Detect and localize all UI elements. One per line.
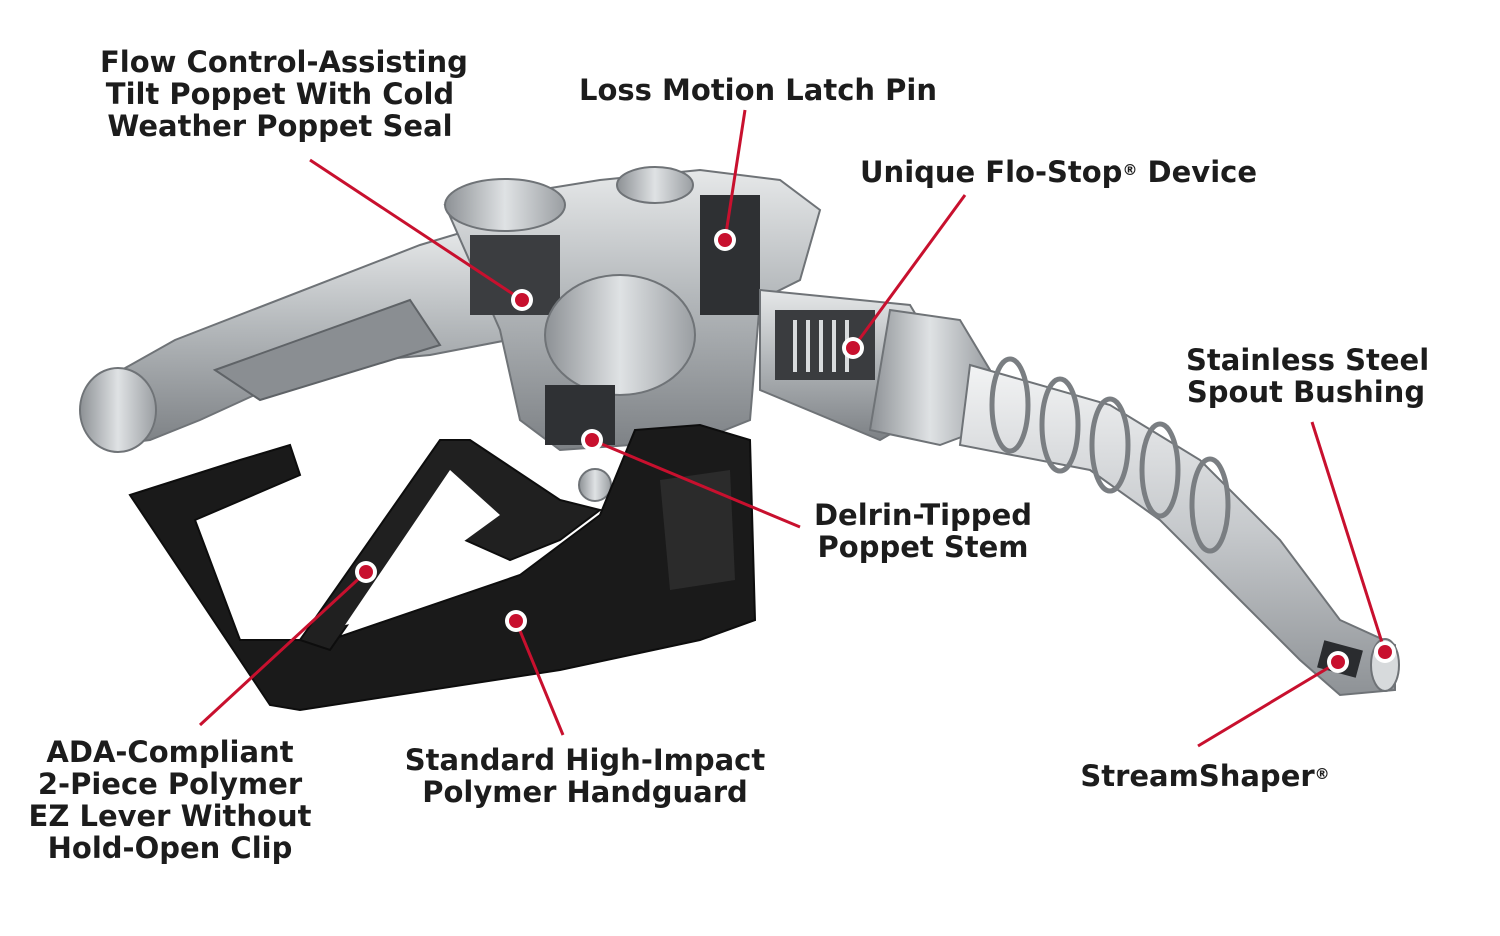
top-cap xyxy=(616,166,694,204)
label-line: Stainless Steel xyxy=(1186,343,1430,377)
spout-spring xyxy=(989,356,1231,554)
label-flo-stop: Unique Flo-Stop® Device xyxy=(860,154,1257,189)
spout xyxy=(958,363,1396,697)
poppet-cap xyxy=(444,178,566,232)
label-poppet-stem: Delrin-Tipped Poppet Stem xyxy=(808,499,1038,563)
leader-handguard xyxy=(505,610,565,736)
lever-inner-space xyxy=(345,470,500,625)
leader-flo-stop xyxy=(842,194,967,359)
leader-tilt-poppet xyxy=(309,158,533,311)
handguard xyxy=(128,423,757,712)
diaphragm-cover xyxy=(544,274,696,396)
label-line: Hold-Open Clip xyxy=(47,831,293,865)
label-line: Spout Bushing xyxy=(1186,375,1426,409)
handguard-inner-cutout xyxy=(660,470,735,590)
nozzle-illustration xyxy=(79,166,1400,712)
leader-ez-lever xyxy=(198,561,377,727)
label-line: Polymer Handguard xyxy=(422,775,748,809)
handle-window xyxy=(212,298,442,402)
label-line: Loss Motion Latch Pin xyxy=(579,73,937,107)
label-text: StreamShaper xyxy=(1080,759,1315,793)
label-line: Standard High-Impact xyxy=(404,743,766,777)
label-line: Unique Flo-Stop® Device xyxy=(860,154,1257,189)
leader-lines xyxy=(198,109,1396,748)
handle-end-cap xyxy=(79,367,157,453)
label-text: Device xyxy=(1137,155,1257,189)
label-tilt-poppet: Flow Control-Assisting Tilt Poppet With … xyxy=(100,45,468,143)
label-text: Unique Flo-Stop xyxy=(860,155,1123,189)
label-line: Delrin-Tipped xyxy=(813,498,1032,532)
leader-spout-bushing xyxy=(1310,421,1396,663)
label-line: 2-Piece Polymer xyxy=(37,767,303,801)
label-line: Weather Poppet Seal xyxy=(107,109,453,143)
label-line: Tilt Poppet With Cold xyxy=(105,77,455,111)
label-latch-pin: Loss Motion Latch Pin xyxy=(578,74,938,106)
label-line: Poppet Stem xyxy=(817,530,1029,564)
label-spout-bushing: Stainless Steel Spout Bushing xyxy=(1186,343,1430,409)
label-streamshaper: StreamShaper® xyxy=(1080,758,1330,792)
label-line: EZ Lever Without xyxy=(28,799,312,833)
label-handguard: Standard High-Impact Polymer Handguard xyxy=(400,744,770,808)
registered-mark: ® xyxy=(1122,161,1138,179)
label-line: StreamShaper® xyxy=(1080,758,1330,792)
stem-cutaway xyxy=(545,385,615,445)
leader-streamshaper xyxy=(1197,651,1349,748)
leader-poppet-stem xyxy=(581,429,801,529)
pivot-pin xyxy=(578,468,612,502)
label-line: Flow Control-Assisting xyxy=(100,45,468,79)
label-ez-lever: ADA-Compliant 2-Piece Polymer EZ Lever W… xyxy=(20,736,320,864)
leader-latch-pin xyxy=(714,109,747,251)
registered-mark: ® xyxy=(1314,765,1330,783)
label-line: ADA-Compliant xyxy=(46,735,294,769)
